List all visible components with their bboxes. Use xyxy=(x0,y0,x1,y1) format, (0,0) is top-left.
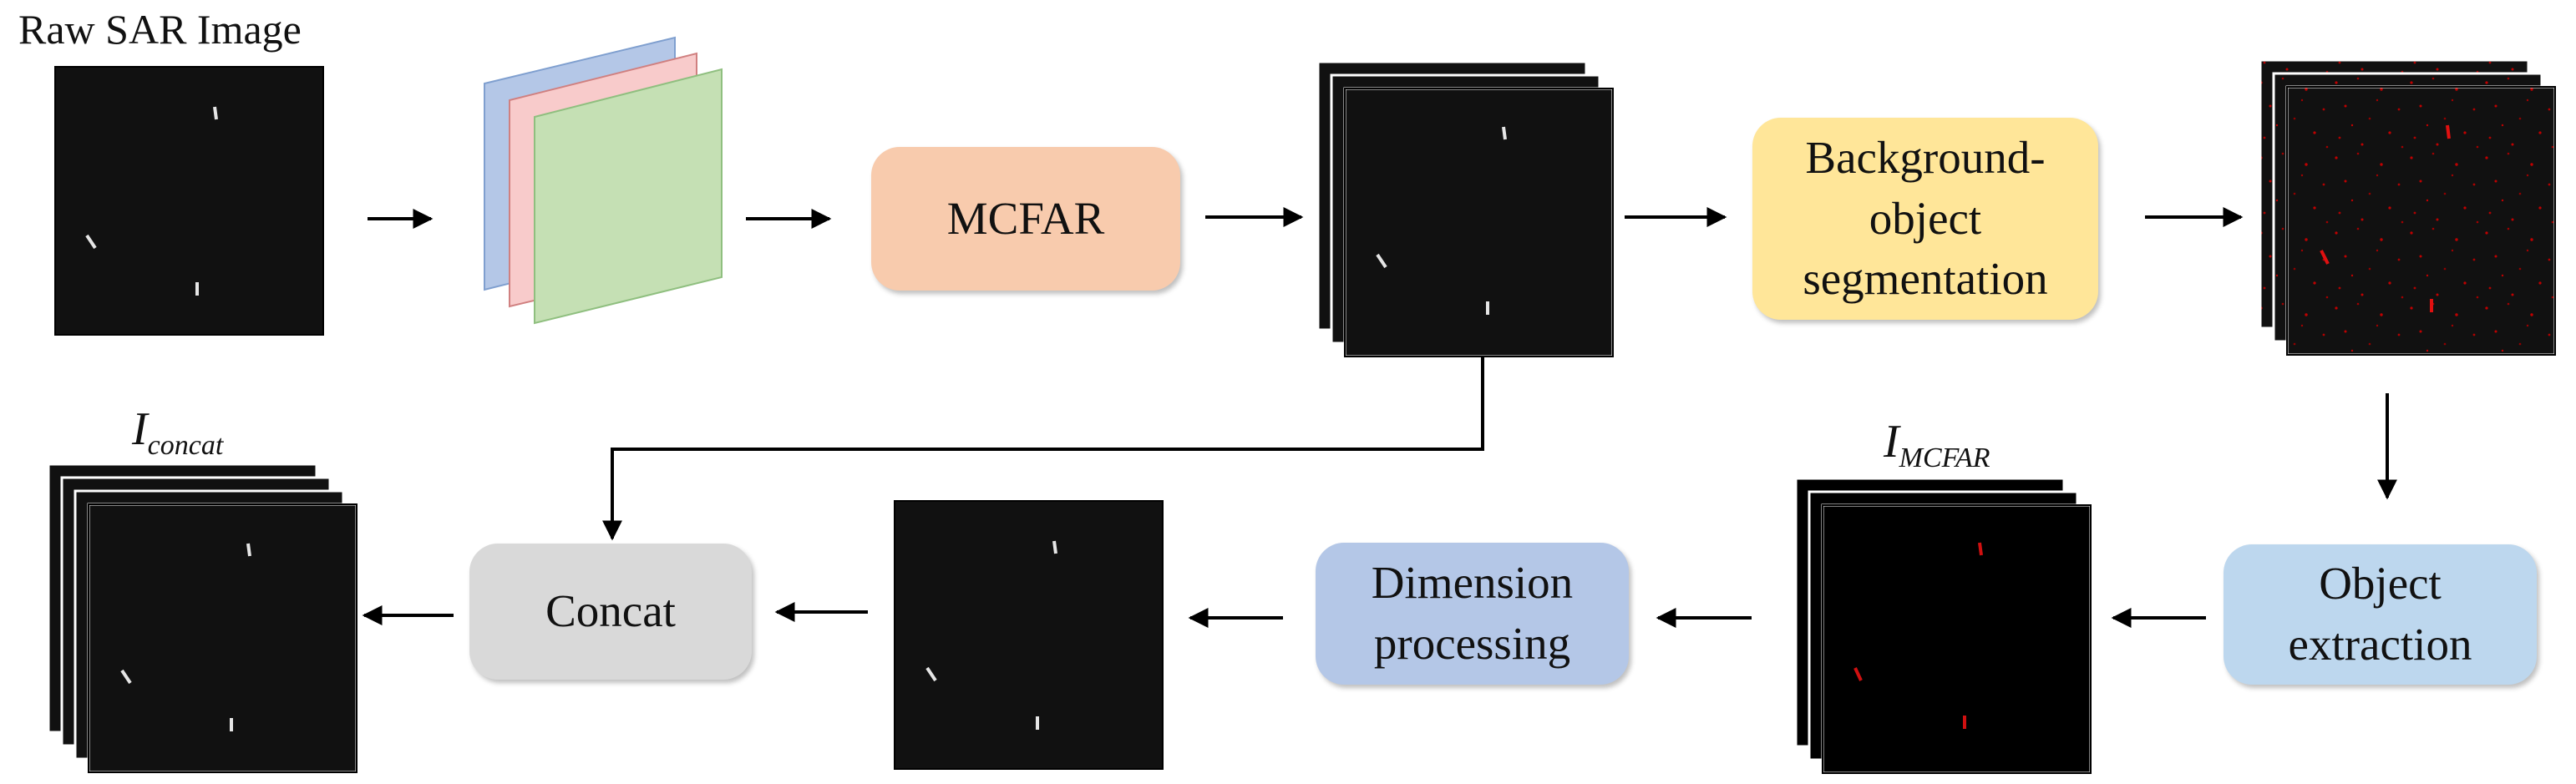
mcfar-box: MCFAR xyxy=(871,147,1180,291)
i-mcfar-label: IMCFAR xyxy=(1884,416,1990,474)
background-object-segmentation-box: Background- object segmentation xyxy=(1752,118,2098,320)
concat-box: Concat xyxy=(469,544,752,680)
segmentation-output-stack xyxy=(2259,58,2557,357)
i-mcfar-stack xyxy=(1794,477,2092,775)
i-concat-label: Iconcat xyxy=(132,403,224,462)
raw-sar-image-label: Raw SAR Image xyxy=(18,6,302,53)
flow-arrows xyxy=(362,207,2397,628)
channel-planes xyxy=(484,36,723,325)
dimension-processed-image xyxy=(894,500,1164,770)
i-concat-stack xyxy=(47,463,358,774)
dimension-processing-box: Dimension processing xyxy=(1316,543,1629,685)
raw-sar-image xyxy=(54,66,324,336)
object-extraction-box: Object extraction xyxy=(2224,544,2537,685)
mcfar-output-stack xyxy=(1316,60,1615,358)
